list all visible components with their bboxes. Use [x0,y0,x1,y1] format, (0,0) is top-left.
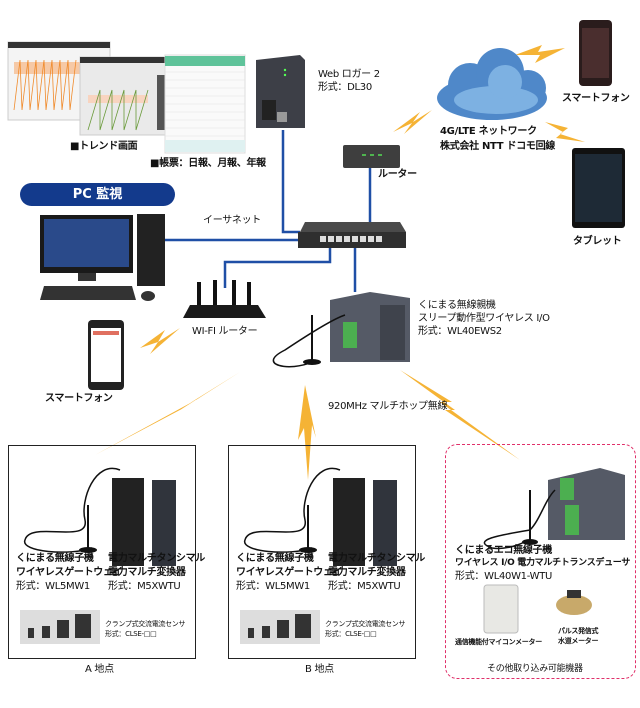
ethernet-cables [165,130,372,292]
site-b-devices [240,467,397,644]
tablet-label: タブレット [573,236,622,247]
site-b-converter-line1: 電力マルチタンシマル [328,553,425,564]
wifi-router-label: WI-FI ルーター [192,326,258,337]
wireless-bolts [95,45,585,480]
site-a-gateway-line3: 形式：WL5MW1 [16,581,90,592]
site-a-box [8,445,196,659]
parent-line1: くにまる無線親機 [418,300,496,311]
smartphone-top-label: スマートフォン [562,93,630,104]
other-devices-box [445,444,636,679]
other-device-line3: 形式：WL40W1-WTU [455,571,553,582]
other-device-line1: くにまるエコ無線子機 [455,545,552,556]
pc-image [40,214,165,301]
site-b-sensor-line2: 形式：CLSE-□□ [325,630,377,638]
site-b-name: B 地点 [305,664,334,675]
cloud-line2: 株式会社 NTT ドコモ回線 [440,141,556,152]
parent-wireless-device [272,292,410,368]
report-table-image [164,54,246,154]
site-a-converter-line3: 形式：M5XWTU [108,581,181,592]
site-b-gateway-line2: ワイヤレスゲートウェイ [236,567,343,578]
smartphone-top-image [579,20,612,86]
gas-meter-label: 通信機能付マイコンメーター [455,638,542,646]
site-a-gateway-line2: ワイヤレスゲートウェイ [16,567,123,578]
tablet-image [572,148,625,228]
router-label: ルーター [378,169,417,180]
parent-line3: 形式：WL40EWS2 [418,326,502,337]
report-label: ■帳票：日報、月報、年報 [150,158,266,169]
logger-name: Web ロガー 2 [318,69,380,80]
logger-model: 形式：DL30 [318,82,372,93]
ethernet-label: イーサネット [203,215,261,226]
radio-label: 920MHz マルチホップ無線 [328,401,448,412]
cloud-line1: 4G/LTE ネットワーク [440,126,537,137]
bolt-to-b [298,385,316,480]
bolt-router-cloud [393,110,432,134]
site-a-sensor-line2: 形式：CLSE-□□ [105,630,157,638]
site-a-gateway-line1: くにまる無線子機 [16,553,94,564]
site-b-converter-line3: 形式：M5XWTU [328,581,401,592]
router-device [343,145,400,168]
site-a-converter-line1: 電力マルチタンシマル [108,553,205,564]
bolt-wifi-phone [140,328,180,354]
site-b-converter-line2: 電力マルチ変換器 [328,567,406,578]
trend-label: ■トレンド画面 [70,141,138,152]
bolt-cloud-tablet [545,122,585,142]
ethernet-switch [298,222,406,248]
bolt-cloud-phone [515,45,565,63]
web-logger-device [256,55,305,128]
wifi-router-device [183,280,266,318]
site-b-sensor-line1: クランプ式交流電流センサ [325,620,406,628]
site-b-box [228,445,416,659]
pc-monitoring-banner: PC 監視 [20,183,175,206]
other-devices-title: その他取り込み可能機器 [487,664,583,674]
site-a-devices [20,467,176,644]
other-devices [483,468,625,634]
other-device-line2: ワイヤレス I/O 電力マルチトランスデューサ [455,558,631,568]
parent-line2: スリープ動作型ワイヤレス I/O [418,313,550,324]
site-a-sensor-line1: クランプ式交流電流センサ [105,620,186,628]
water-meter-line1: パルス発信式 [558,627,599,635]
smartphone-left-image [88,320,124,390]
trend-screen-image [7,41,169,136]
site-b-gateway-line3: 形式：WL5MW1 [236,581,310,592]
cloud-icon [437,48,547,120]
smartphone-left-label: スマートフォン [45,393,113,404]
water-meter-line2: 水道メーター [558,637,599,645]
site-a-converter-line2: 電力マルチ変換器 [108,567,186,578]
site-b-gateway-line1: くにまる無線子機 [236,553,314,564]
site-a-name: A 地点 [85,664,114,675]
